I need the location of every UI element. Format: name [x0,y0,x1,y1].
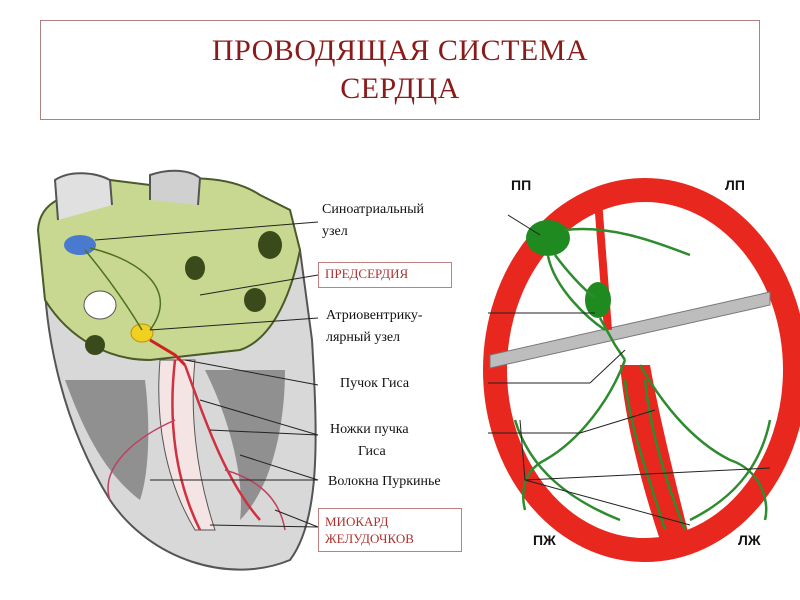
chamber-ra: ПП [511,177,532,193]
label-bundle-branches-2: Гиса [358,444,386,459]
chamber-rv: ПЖ [533,532,556,548]
label-his-bundle: Пучок Гиса [340,376,410,391]
title-line-1: ПРОВОДЯЩАЯ СИСТЕМА [211,34,589,67]
left-leader-lines [94,221,319,528]
schematic-heart [483,178,800,562]
label-sa-node-2: узел [322,224,348,239]
sa-node-shape [64,235,96,255]
av-node-shape [130,323,154,343]
label-purkinje: Волокна Пуркинье [328,474,441,489]
label-sa-node-1: Синоатриальный [322,202,425,217]
chamber-la: ЛП [725,177,745,193]
label-myocardium: МИОКАРД ЖЕЛУДОЧКОВ [318,508,462,552]
chamber-lv: ЛЖ [738,532,761,548]
label-myocardium-2: ЖЕЛУДОЧКОВ [325,531,414,546]
schematic-sa-node [526,220,570,256]
label-av-node-1: Атриовентрику- [326,308,423,323]
label-bundle-branches-1: Ножки пучка [330,422,409,437]
title-box: ПРОВОДЯЩАЯ СИСТЕМА СЕРДЦА [40,20,760,120]
schematic-av-node [585,282,611,318]
label-atria: ПРЕДСЕРДИЯ [318,262,452,288]
right-leader-lines [488,214,771,526]
anatomical-heart [36,169,317,571]
label-myocardium-1: МИОКАРД [325,514,389,529]
label-av-node-2: лярный узел [326,330,401,345]
title-line-2: СЕРДЦА [340,72,460,105]
